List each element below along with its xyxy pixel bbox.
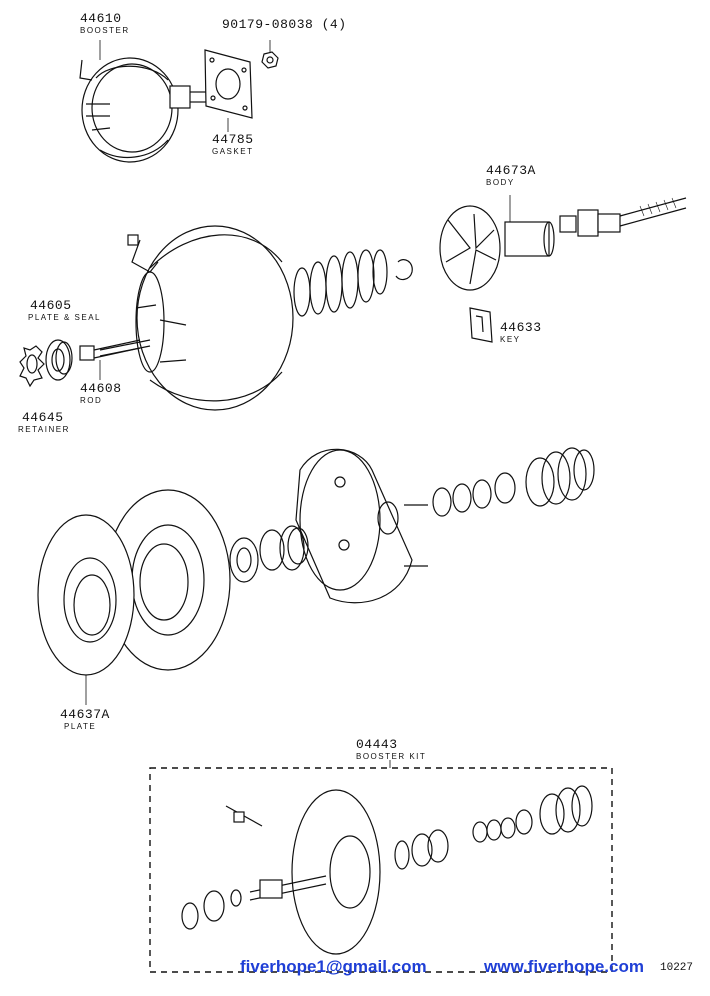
watermark-site: www.fiverhope.com [484,957,644,976]
spring [293,249,413,317]
body-name: BODY [486,178,515,187]
rod-name: ROD [80,396,103,405]
boot [525,447,595,507]
plate-seal-part-number: 44605 [30,298,72,313]
seal-rings [259,525,309,571]
plate-name: PLATE [64,722,97,731]
retainer [19,345,45,388]
washer-set [432,472,516,517]
retainer-name: RETAINER [18,425,70,434]
front-shell [295,448,428,604]
booster-part-number: 44610 [80,11,122,26]
retainer-front [229,537,259,583]
valve-rod [559,197,687,237]
plate-and-seal [45,339,73,381]
gasket-name: GASKET [212,147,254,156]
plate-part-number: 44637A [60,707,110,722]
key [469,307,493,343]
gasket-part-number: 44785 [212,132,254,147]
body-part-number: 44673A [486,163,536,178]
booster-assembly-small [79,40,206,163]
plate-seal-name: PLATE & SEAL [28,313,101,322]
booster-kit [149,760,613,973]
push-rod [79,339,141,380]
plate [37,489,231,705]
nut-part-number: 90179-08038 (4) [222,17,347,32]
booster-kit-name: BOOSTER KIT [356,752,427,761]
gasket [204,49,253,132]
rod-part-number: 44608 [80,381,122,396]
retainer-part-number: 44645 [22,410,64,425]
key-name: KEY [500,335,521,344]
booster-kit-part-number: 04443 [356,737,398,752]
booster-shell [99,225,294,411]
figure-code: 10227 [660,962,694,974]
valve-body [439,195,555,291]
booster-name: BOOSTER [80,26,130,35]
watermark-email: fiverhope1@gmail.com [240,957,427,976]
key-part-number: 44633 [500,320,542,335]
nut [261,40,279,69]
